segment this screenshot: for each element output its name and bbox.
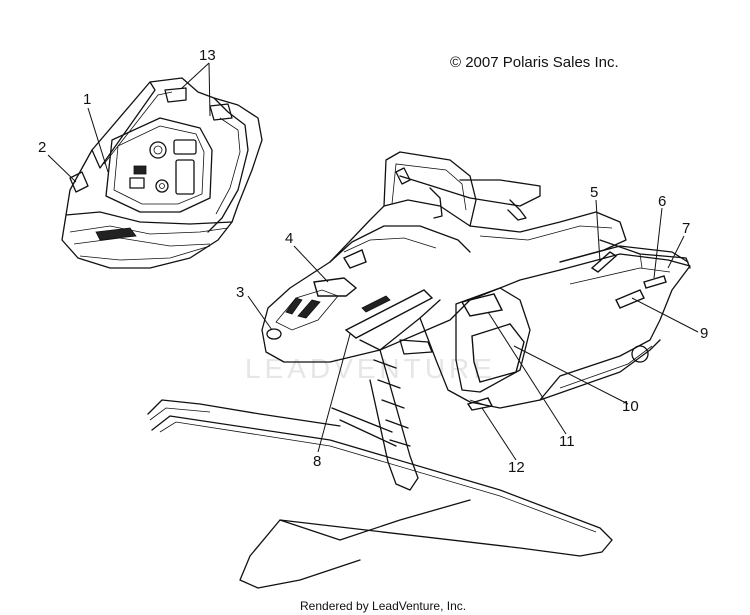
callout-12: 12 bbox=[508, 459, 525, 476]
callout-5: 5 bbox=[590, 184, 598, 201]
callout-labels: 1 2 3 4 5 6 7 8 9 10 11 12 13 bbox=[38, 47, 708, 476]
callout-1: 1 bbox=[83, 91, 91, 108]
callout-8: 8 bbox=[313, 453, 321, 470]
leader-lines bbox=[47, 62, 699, 461]
snowmobile-illustration bbox=[147, 151, 691, 589]
rendered-by-text: Rendered by LeadVenture, Inc. bbox=[300, 599, 466, 613]
callout-4: 4 bbox=[285, 230, 293, 247]
callout-13: 13 bbox=[199, 47, 216, 64]
callout-2: 2 bbox=[38, 139, 46, 156]
callout-3: 3 bbox=[236, 284, 244, 301]
watermark-text: LEADVENTURE bbox=[245, 353, 496, 384]
callout-11: 11 bbox=[559, 433, 575, 450]
callout-6: 6 bbox=[658, 193, 666, 210]
hood-inset-illustration bbox=[61, 77, 263, 269]
callout-10: 10 bbox=[622, 398, 639, 415]
callout-7: 7 bbox=[682, 220, 690, 237]
copyright-text: © 2007 Polaris Sales Inc. bbox=[450, 54, 619, 71]
callout-9: 9 bbox=[700, 325, 708, 342]
